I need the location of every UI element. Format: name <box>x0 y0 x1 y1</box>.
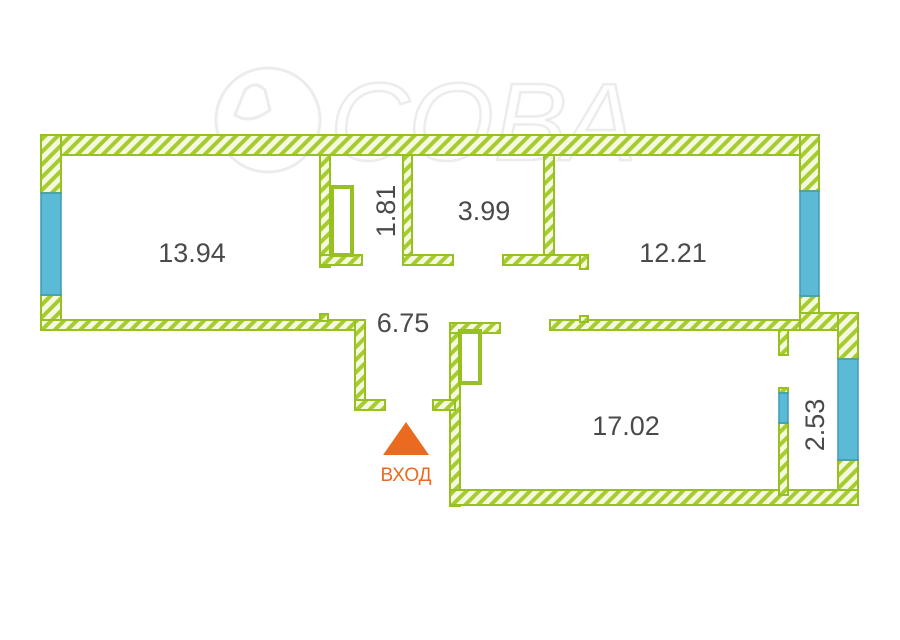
closet-shelf <box>330 185 354 257</box>
wall-left-room-bottom <box>40 319 366 331</box>
room-area-label: 6.75 <box>377 308 430 338</box>
window-left <box>40 192 62 296</box>
wall-hall-left <box>354 319 366 411</box>
wall-bath-left <box>402 154 413 266</box>
room-area-label: 12.21 <box>639 238 707 268</box>
room-area-label: 1.81 <box>371 185 401 238</box>
wall-top <box>40 134 820 156</box>
wall-left-upper <box>40 134 62 194</box>
entrance-arrow-icon <box>383 422 429 455</box>
room-area-label: 2.53 <box>800 399 830 452</box>
window-right-top <box>799 190 820 297</box>
entrance-label: ВХОД <box>380 465 431 486</box>
wall-closet-left <box>319 154 331 268</box>
room-area-label: 3.99 <box>458 196 511 226</box>
wall-right-upper <box>799 134 820 192</box>
hall-cabinet <box>458 329 482 385</box>
wall-bath-right <box>543 154 555 266</box>
window-balcony-door <box>778 392 789 424</box>
walls <box>40 134 859 507</box>
room-area-label: 17.02 <box>592 411 660 441</box>
windows <box>40 190 859 461</box>
wall-balcony-divider <box>778 329 789 356</box>
wall-bottom <box>449 489 859 506</box>
watermark-logo: СОВА <box>214 60 638 185</box>
window-balcony <box>837 358 859 461</box>
room-area-label: 13.94 <box>158 238 226 268</box>
fixtures <box>330 185 482 385</box>
watermark-text: СОВА <box>330 61 637 184</box>
